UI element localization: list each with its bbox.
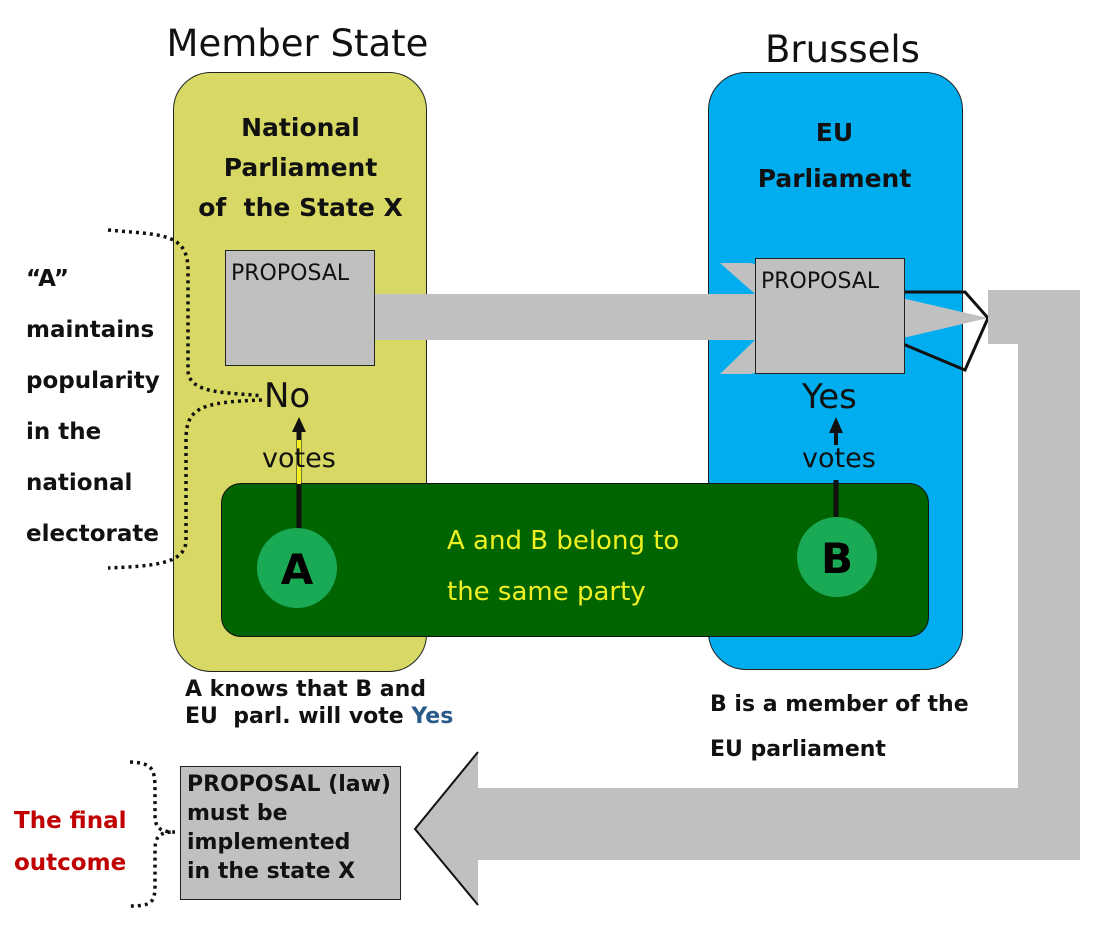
- national-proposal-label: PROPOSAL: [231, 261, 350, 286]
- final-box-line-1: PROPOSAL (law): [187, 772, 391, 797]
- final-box-line-4: in the state X: [187, 859, 356, 884]
- note-a-line-2-text: EU parl. will vote: [185, 704, 412, 729]
- note-a-line-2: EU parl. will vote Yes: [185, 703, 453, 730]
- votes-label-b: votes: [802, 443, 876, 474]
- left-note-line-4: in the: [26, 419, 102, 445]
- national-proposal-box: PROPOSAL: [225, 250, 375, 366]
- national-title-line-3: of the State X: [198, 193, 403, 222]
- left-note-line-6: electorate: [26, 521, 159, 547]
- member-state-heading: Member State: [166, 22, 429, 65]
- eu-title-line-2: Parliament: [757, 164, 912, 193]
- national-title-line-2: Parliament: [223, 153, 378, 182]
- member-b-circle: B: [797, 517, 877, 597]
- return-arrow: [415, 290, 1080, 905]
- votes-label-a: votes: [262, 443, 336, 474]
- note-b-line-2: EU parliament: [710, 737, 886, 762]
- vote-yes-label: Yes: [802, 377, 857, 417]
- final-outcome-label: The final outcome: [14, 800, 127, 884]
- party-text-line-2: the same party: [447, 577, 646, 607]
- note-b: B is a member of the EU parliament: [710, 682, 969, 772]
- final-box-line-3: implemented: [187, 830, 351, 855]
- eu-proposal-box: PROPOSAL: [755, 258, 905, 374]
- left-note-line-2: maintains: [26, 317, 155, 343]
- left-note-line-5: national: [26, 470, 133, 496]
- final-label-line-1: The final: [14, 808, 127, 834]
- return-arrow-head-outline: [413, 751, 479, 906]
- left-note-line-1: “A”: [26, 266, 69, 292]
- yes-highlight: Yes: [411, 704, 454, 729]
- final-proposal-box: PROPOSAL (law) must be implemented in th…: [180, 766, 401, 900]
- party-text-line-1: A and B belong to: [447, 526, 680, 556]
- eu-proposal-label: PROPOSAL: [761, 269, 880, 294]
- eu-title-line-1: EU: [815, 118, 854, 147]
- final-box-line-2: must be: [187, 801, 288, 826]
- left-note: “A” maintains popularity in the national…: [26, 254, 160, 560]
- note-a-line-1: A knows that B and: [185, 677, 427, 702]
- member-a-circle: A: [257, 528, 337, 608]
- left-note-line-3: popularity: [26, 368, 160, 394]
- brussels-heading: Brussels: [765, 28, 920, 71]
- final-label-line-2: outcome: [14, 850, 127, 876]
- note-a: A knows that B and EU parl. will vote Ye…: [185, 676, 453, 730]
- vote-no-label: No: [264, 376, 311, 416]
- note-b-line-1: B is a member of the: [710, 692, 969, 717]
- eu-parliament-title: EU Parliament: [712, 110, 957, 202]
- national-title-line-1: National: [241, 113, 360, 142]
- national-parliament-title: National Parliament of the State X: [178, 108, 423, 228]
- party-box-text: A and B belong to the same party: [447, 516, 679, 618]
